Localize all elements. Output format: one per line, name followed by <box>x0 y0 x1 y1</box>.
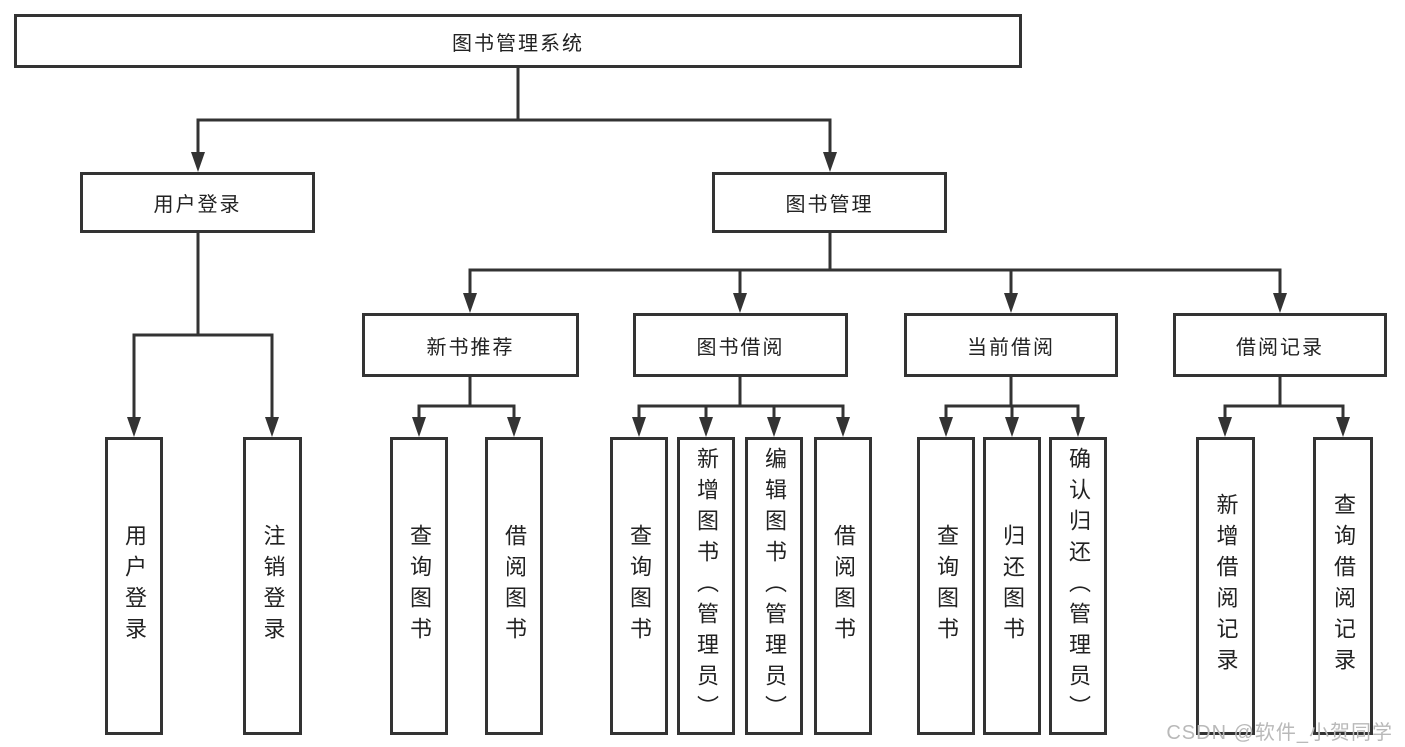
leaf-label: 借阅图书 <box>831 524 856 648</box>
csdn-watermark: CSDN @软件_小贺同学 <box>1166 722 1393 744</box>
leaf-return-book: 归还图书 <box>983 437 1041 735</box>
leaf-label: 新增图书（管理员） <box>694 446 719 726</box>
node-root: 图书管理系统 <box>14 14 1022 68</box>
leaf-label: 注销登录 <box>260 524 286 648</box>
node-borrow-records: 借阅记录 <box>1173 313 1387 377</box>
node-new-book-recommend: 新书推荐 <box>362 313 579 377</box>
leaf-label: 查询借阅记录 <box>1331 493 1356 679</box>
node-label: 新书推荐 <box>426 336 515 359</box>
leaf-confirm-return-admin: 确认归还（管理员） <box>1049 437 1107 735</box>
leaf-label: 用户登录 <box>122 524 147 648</box>
leaf-add-book-admin: 新增图书（管理员） <box>677 437 735 735</box>
connector-path <box>132 66 1345 423</box>
node-current-borrow: 当前借阅 <box>904 313 1118 377</box>
leaf-query-borrow-record: 查询借阅记录 <box>1313 437 1373 735</box>
leaf-label: 查询图书 <box>627 524 652 648</box>
node-book-borrow: 图书借阅 <box>633 313 848 377</box>
node-label: 用户登录 <box>153 194 242 216</box>
node-label: 图书管理 <box>785 194 874 216</box>
leaf-label: 确认归还（管理员） <box>1066 446 1091 726</box>
leaf-query-book-2: 查询图书 <box>610 437 668 735</box>
leaf-query-book-1: 查询图书 <box>390 437 448 735</box>
node-user-login-branch: 用户登录 <box>80 172 315 233</box>
node-root-label: 图书管理系统 <box>452 32 584 55</box>
node-label: 图书借阅 <box>696 336 785 359</box>
leaf-user-login: 用户登录 <box>105 437 163 735</box>
leaf-add-borrow-record: 新增借阅记录 <box>1196 437 1255 735</box>
leaf-label: 新增借阅记录 <box>1213 493 1239 679</box>
arrowheads <box>127 152 1350 437</box>
node-label: 当前借阅 <box>967 336 1055 359</box>
node-label: 借阅记录 <box>1236 336 1324 359</box>
leaf-borrow-book-2: 借阅图书 <box>814 437 872 735</box>
leaf-label: 查询图书 <box>407 524 432 648</box>
leaf-label: 查询图书 <box>934 524 959 648</box>
leaf-label: 归还图书 <box>1000 524 1025 648</box>
leaf-edit-book-admin: 编辑图书（管理员） <box>745 437 803 735</box>
leaf-label: 编辑图书（管理员） <box>762 446 787 726</box>
leaf-logout: 注销登录 <box>243 437 302 735</box>
leaf-borrow-book-1: 借阅图书 <box>485 437 543 735</box>
leaf-label: 借阅图书 <box>502 524 527 648</box>
node-book-management: 图书管理 <box>712 172 947 233</box>
leaf-query-book-3: 查询图书 <box>917 437 975 735</box>
